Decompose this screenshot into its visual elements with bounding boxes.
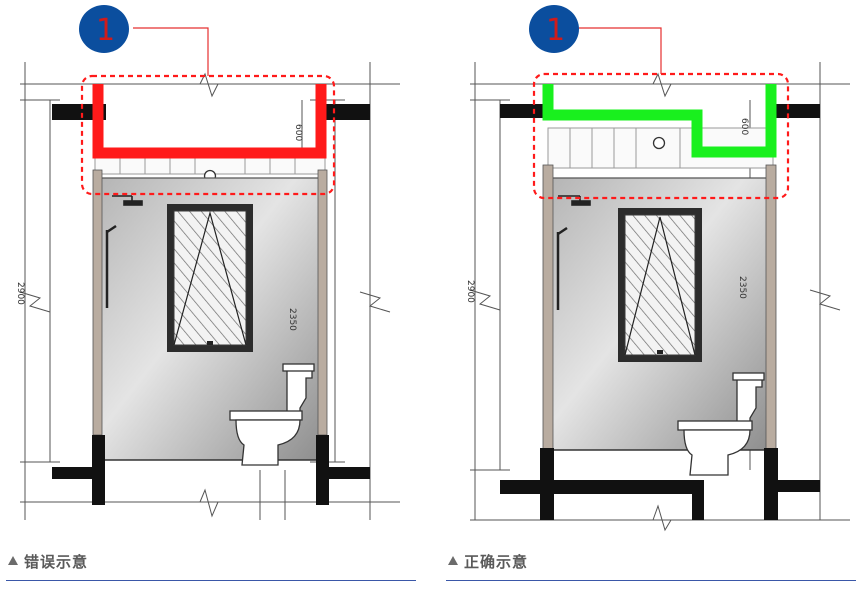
left-column bbox=[542, 164, 554, 451]
correct-outline bbox=[542, 84, 777, 158]
caption-underline bbox=[6, 580, 416, 581]
structural-walls bbox=[500, 104, 820, 520]
triangle-up-icon bbox=[448, 556, 458, 565]
number-badge bbox=[529, 5, 579, 53]
dim-inner: 2350 bbox=[287, 308, 297, 331]
number-badge bbox=[79, 5, 129, 53]
shower-head-icon bbox=[112, 195, 143, 206]
dim-top: 600 bbox=[293, 124, 303, 141]
caption-underline bbox=[446, 580, 856, 581]
dim-outer: 2900 bbox=[465, 280, 475, 303]
panel-wrong: 2900 2350 600 1 错误示意 bbox=[0, 0, 420, 590]
caption-text: 错误示意 bbox=[24, 552, 89, 571]
dim-outer: 2900 bbox=[15, 282, 25, 305]
triangle-up-icon bbox=[8, 556, 18, 565]
window-icon bbox=[167, 204, 253, 352]
badge-number: 1 bbox=[546, 13, 565, 48]
toilet-icon bbox=[229, 363, 315, 466]
callout-leader bbox=[133, 27, 209, 76]
caption-text: 正确示意 bbox=[464, 552, 529, 571]
panel-correct: 2900 2350 600 1 正确示意 bbox=[440, 0, 860, 590]
ceiling-grid bbox=[569, 128, 681, 168]
badge-number: 1 bbox=[96, 13, 115, 48]
correct-drawing: 2900 2350 600 1 bbox=[465, 5, 850, 532]
toilet-icon bbox=[677, 372, 765, 476]
dim-top: 600 bbox=[739, 118, 749, 135]
callout-leader bbox=[577, 27, 662, 74]
highlight-box bbox=[80, 74, 336, 196]
window-icon bbox=[618, 208, 702, 362]
dimension-lines bbox=[19, 62, 400, 520]
dim-inner: 2350 bbox=[737, 276, 747, 299]
caption-wrong: 错误示意 bbox=[6, 548, 414, 574]
ceiling-light-icon bbox=[652, 136, 666, 150]
caption-correct: 正确示意 bbox=[446, 548, 854, 574]
wrong-outline bbox=[92, 84, 327, 159]
shower-rod-icon bbox=[105, 224, 117, 308]
left-column bbox=[92, 169, 103, 436]
wrong-drawing: 2900 2350 600 1 bbox=[15, 5, 400, 520]
right-column bbox=[765, 164, 777, 451]
shower-rod-icon bbox=[556, 226, 568, 310]
right-column bbox=[317, 169, 328, 436]
